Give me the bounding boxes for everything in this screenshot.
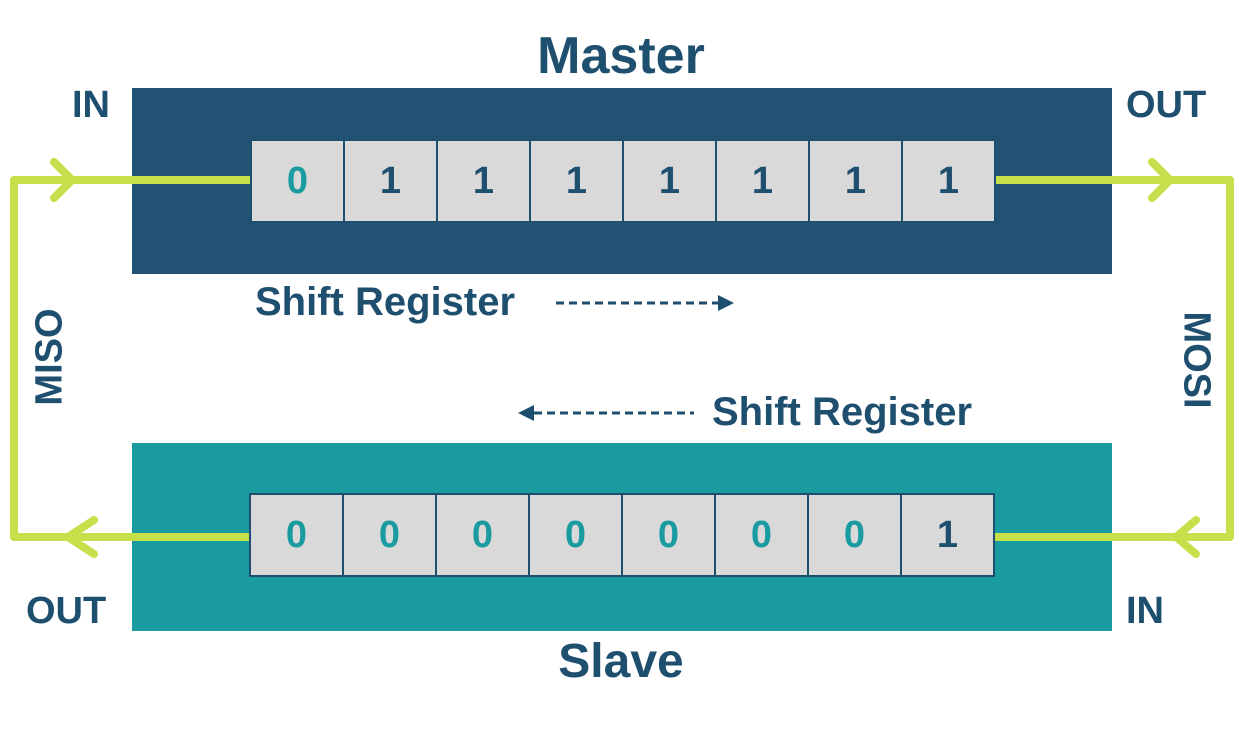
master-in-label: IN [72,84,110,126]
master-bit-cell: 1 [903,141,994,221]
master-bit-cell: 1 [438,141,529,221]
master-bit-cell: 1 [531,141,622,221]
master-bit-cell: 1 [810,141,901,221]
miso-arrowhead-slave-out [64,516,98,558]
mosi-label: MOSI [1175,311,1218,409]
master-bit-cell: 0 [252,141,343,221]
master-bit-cell: 1 [624,141,715,221]
slave-bit-cell: 0 [716,495,807,575]
master-bit-cell: 1 [717,141,808,221]
slave-bit-cell: 0 [437,495,528,575]
mosi-arrowhead-master-out [1148,158,1174,202]
master-out-label: OUT [1126,84,1207,126]
slave-bit-cell: 0 [251,495,342,575]
master-shift-arrowhead [718,295,734,311]
slave-shift-arrowhead [518,405,534,421]
miso-label: MISO [28,308,71,406]
slave-shift-register-label: Shift Register [712,390,973,434]
slave-bit-cell: 0 [344,495,435,575]
slave-bit-cell: 0 [623,495,714,575]
mosi-wire [986,176,1234,541]
master-shift-register-label: Shift Register [255,280,516,324]
master-bit-cell: 1 [345,141,436,221]
slave-in-label: IN [1126,590,1164,632]
slave-bit-cell: 0 [809,495,900,575]
miso-arrowhead-master-in [50,158,76,202]
mosi-arrowhead-slave-in [1172,516,1200,558]
slave-bit-cell: 1 [902,495,993,575]
master-title: Master [537,27,705,85]
slave-bit-cell: 0 [530,495,621,575]
slave-out-label: OUT [26,590,107,632]
miso-wire [10,176,256,541]
slave-title: Slave [558,635,684,688]
